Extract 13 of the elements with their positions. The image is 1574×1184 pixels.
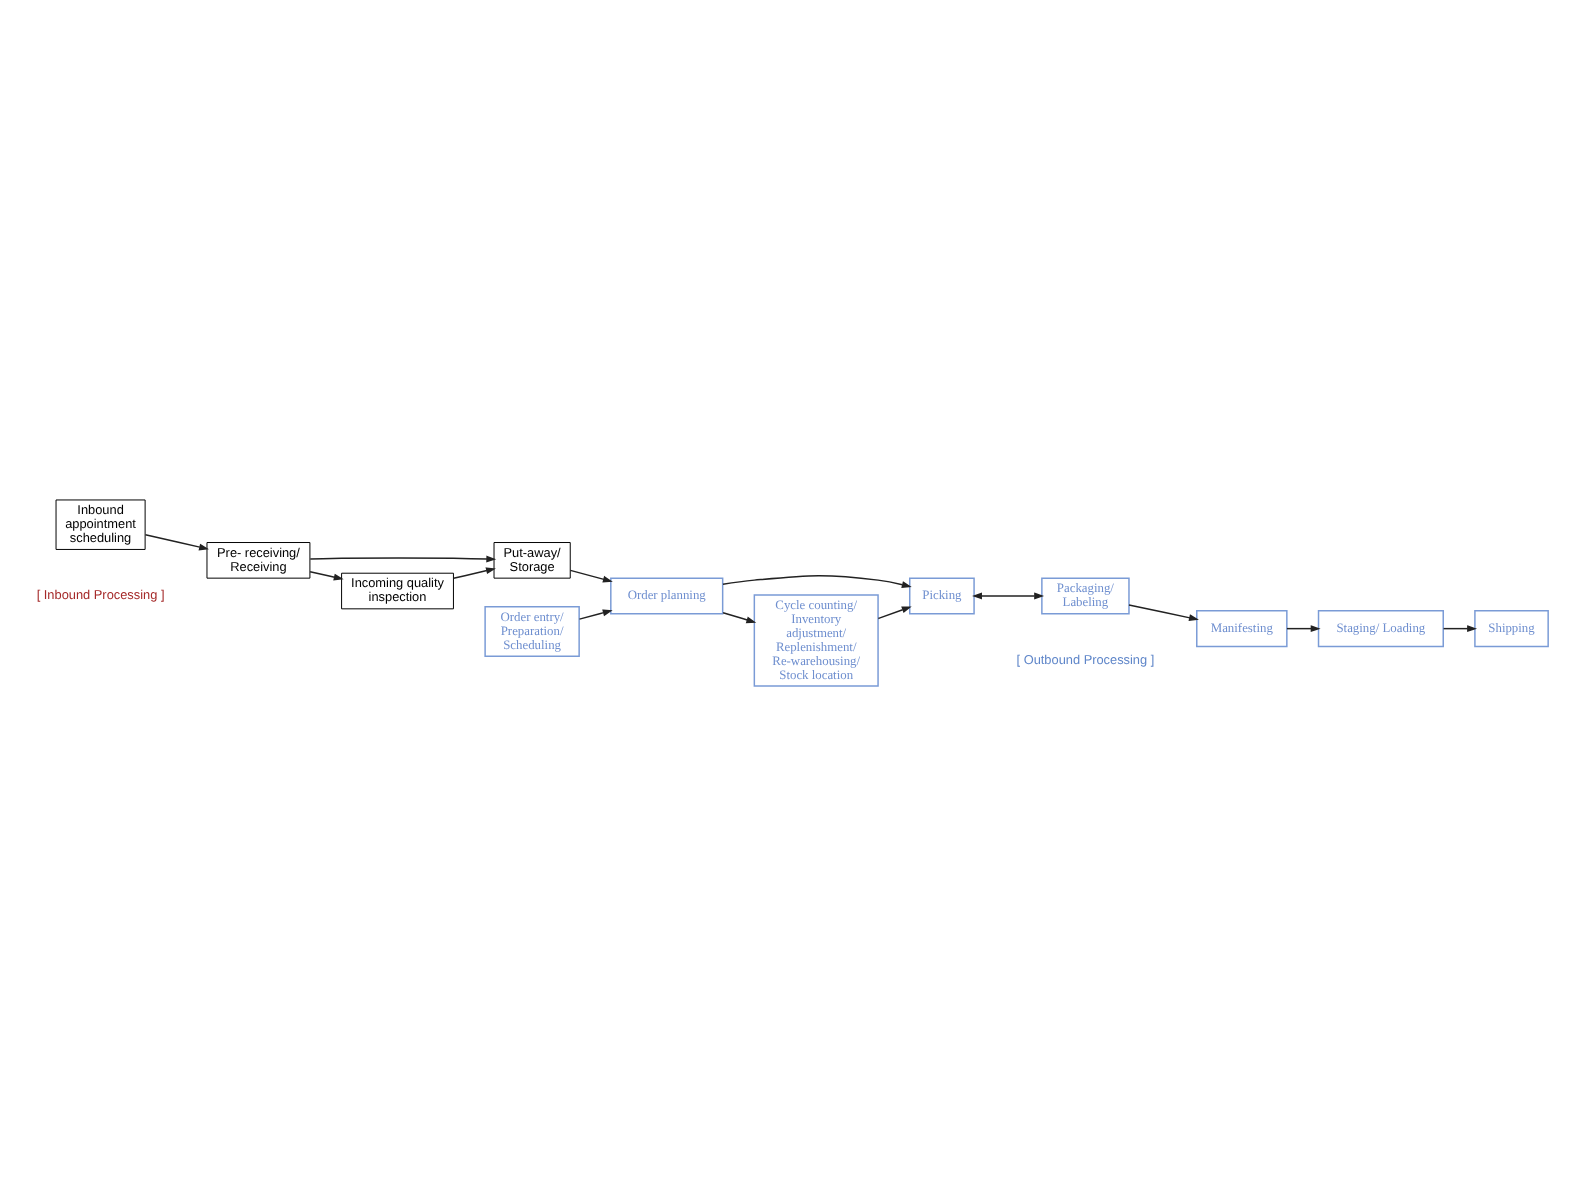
arrow — [722, 574, 912, 587]
arrow — [309, 554, 497, 562]
arrow — [972, 591, 1045, 599]
arrow — [722, 610, 757, 623]
arrow — [309, 569, 344, 580]
arrow — [877, 605, 912, 619]
arrow — [569, 568, 613, 582]
arrow — [144, 533, 209, 550]
arrow — [578, 608, 613, 619]
arrow — [1128, 603, 1199, 621]
arrow — [1442, 624, 1478, 632]
arrow — [1286, 624, 1321, 632]
arrow — [452, 566, 496, 578]
